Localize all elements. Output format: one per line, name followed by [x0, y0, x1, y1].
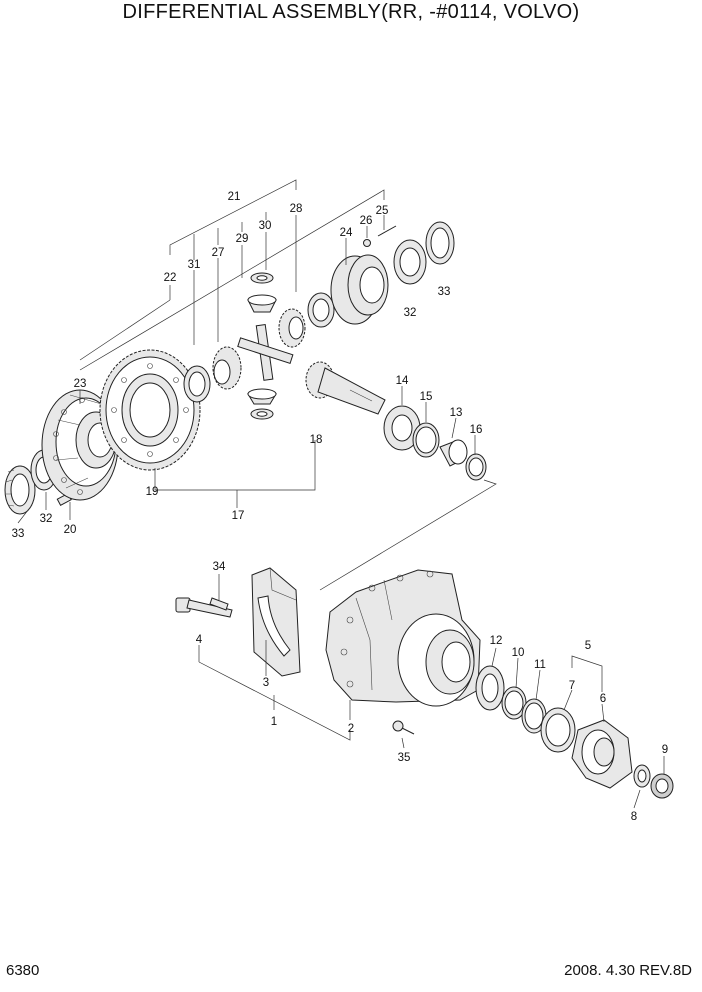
- callout-7: 7: [569, 680, 575, 692]
- part-27-side-gear-right: [278, 308, 306, 348]
- callout-4: 4: [196, 634, 203, 646]
- part-8-washer: [633, 764, 651, 788]
- part-32-bearing-cup-right: [393, 239, 427, 285]
- callout-24: 24: [340, 227, 353, 239]
- callout-27: 27: [212, 247, 225, 259]
- callout-9: 9: [662, 744, 668, 756]
- callout-11: 11: [534, 659, 546, 671]
- callout-33b: 33: [438, 286, 451, 298]
- part-33-bearing-cone-left: [4, 465, 36, 515]
- callout-28: 28: [290, 203, 303, 215]
- callout-20: 20: [64, 524, 77, 536]
- part-29-spider: [237, 324, 294, 381]
- callout-17: 17: [232, 510, 245, 522]
- part-30-washer-upper: [250, 272, 274, 284]
- callout-25: 25: [376, 205, 389, 217]
- callout-8: 8: [631, 811, 637, 823]
- callout-26: 26: [360, 215, 373, 227]
- part-33-bearing-cone-right: [425, 221, 455, 265]
- callout-14: 14: [396, 375, 409, 387]
- part-9-nut: [650, 773, 674, 799]
- callout-6: 6: [600, 693, 606, 705]
- callout-32a: 32: [40, 513, 53, 525]
- callout-1: 1: [271, 716, 277, 728]
- part-23-differential-case: [41, 389, 119, 501]
- part-28-pinion-gear-upper: [247, 294, 277, 313]
- callout-19: 19: [146, 486, 159, 498]
- callout-30: 30: [259, 220, 272, 232]
- part-14-pinion-bearing: [383, 405, 421, 451]
- callout-18: 18: [310, 434, 323, 446]
- part-6-companion-flange: [571, 719, 633, 789]
- part-15-ring: [412, 422, 440, 458]
- callout-12: 12: [490, 635, 503, 647]
- leader-lines-lower: [198, 574, 665, 809]
- part-13-spacer: [439, 439, 468, 467]
- part-34-pin: [209, 597, 229, 611]
- callout-2: 2: [348, 723, 354, 735]
- part-12-bearing: [475, 665, 505, 711]
- callout-32b: 32: [404, 307, 417, 319]
- callout-22: 22: [164, 272, 177, 284]
- callout-15: 15: [420, 391, 433, 403]
- part-24-case-half: [330, 254, 389, 325]
- part-35-bolt: [392, 720, 415, 735]
- part-3-bearing-cap: [251, 567, 301, 677]
- part-16-ring: [465, 453, 487, 481]
- part-10-ring: [501, 686, 527, 720]
- part-18-drive-pinion: [305, 361, 386, 415]
- part-7-seal: [540, 707, 576, 753]
- leader-lines-upper: [17, 179, 497, 591]
- page-title: DIFFERENTIAL ASSEMBLY(RR, -#0114, VOLVO): [122, 1, 580, 23]
- callout-10: 10: [512, 647, 525, 659]
- part-31-thrust-washer: [183, 365, 211, 403]
- part-27-side-gear: [212, 346, 242, 390]
- part-31-thrust-washer-right: [307, 292, 335, 328]
- callout-13: 13: [450, 407, 463, 419]
- callout-35: 35: [398, 752, 411, 764]
- part-30-washer-lower: [250, 408, 274, 420]
- callout-33a: 33: [12, 528, 25, 540]
- revision-date: 2008. 4.30 REV.8D: [564, 962, 692, 979]
- part-26-nut: [363, 239, 371, 247]
- callout-5: 5: [585, 640, 591, 652]
- callout-31: 31: [188, 259, 201, 271]
- part-4-bolt: [175, 597, 233, 618]
- callout-23: 23: [74, 378, 87, 390]
- callout-29: 29: [236, 233, 249, 245]
- callout-3: 3: [263, 677, 269, 689]
- part-2-axle-housing: [325, 569, 481, 707]
- page-number: 6380: [6, 962, 40, 979]
- callout-16: 16: [470, 424, 483, 436]
- callout-34: 34: [213, 561, 226, 573]
- part-25-bolt: [377, 225, 397, 237]
- part-28-pinion-gear-lower: [247, 388, 277, 405]
- part-19-ring-gear: [99, 349, 201, 471]
- callout-21: 21: [228, 191, 241, 203]
